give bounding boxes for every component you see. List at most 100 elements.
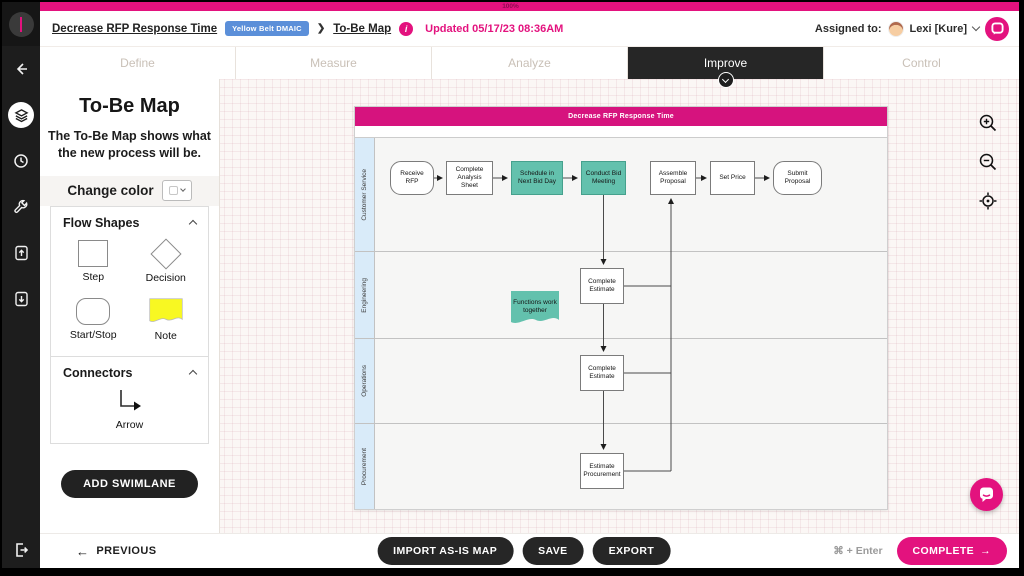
tab-control[interactable]: Control [824, 47, 1019, 79]
workspace: To-Be Map The To-Be Map shows what the n… [40, 79, 1019, 533]
breadcrumb: Decrease RFP Response Time Yellow Belt D… [52, 21, 563, 36]
step-shape-icon [78, 239, 109, 267]
back-arrow-icon [16, 63, 27, 75]
lane-procurement: Procurement [355, 424, 887, 510]
export-button[interactable]: EXPORT [592, 537, 671, 565]
info-icon[interactable]: i [399, 21, 414, 36]
flow-node-assemble-proposal[interactable]: Assemble Proposal [650, 161, 696, 195]
decision-shape-icon [150, 238, 182, 270]
diagram-subheader [355, 126, 887, 138]
file-download-icon [14, 291, 28, 307]
diagram-title[interactable]: Decrease RFP Response Time [355, 107, 887, 126]
chat-bubble-icon [980, 487, 993, 502]
file-download-button[interactable] [8, 286, 34, 312]
lane-body [375, 252, 887, 338]
start-stop-shape-icon [76, 297, 111, 325]
progress-bar: 100% [2, 2, 1019, 11]
shape-decision[interactable]: Decision [130, 238, 203, 284]
tab-analyze[interactable]: Analyze [432, 47, 628, 79]
tools-wrench-icon [14, 199, 28, 213]
tab-define[interactable]: Define [40, 47, 236, 79]
flow-node-conduct-bid-meeting[interactable]: Conduct Bid Meeting [581, 161, 626, 195]
connector-arrow[interactable]: Arrow [51, 386, 208, 443]
brand-bubble-button[interactable] [985, 16, 1009, 41]
assignee-avatar [887, 20, 904, 37]
save-button[interactable]: SAVE [522, 537, 584, 565]
previous-button[interactable]: ← PREVIOUS [76, 543, 157, 559]
breadcrumb-separator-icon: ❯ [316, 23, 326, 34]
panel-description: The To-Be Map shows what the new process… [48, 129, 211, 160]
lane-label[interactable]: Operations [355, 338, 375, 424]
breadcrumb-project-link[interactable]: Decrease RFP Response Time [52, 22, 218, 35]
flow-node-functions-work-together[interactable]: Functions work together [511, 291, 559, 329]
tab-improve[interactable]: Improve [628, 47, 824, 88]
lane-body [375, 338, 887, 424]
tab-collapse-chevron-button[interactable] [717, 72, 734, 88]
tab-measure[interactable]: Measure [236, 47, 432, 79]
zoom-out-icon [979, 153, 997, 171]
assignee-chevron-down-icon[interactable] [971, 22, 981, 32]
complete-button[interactable]: COMPLETE → [896, 537, 1007, 565]
app-window: 100% Decrease RFP Response Time Yellow B… [2, 2, 1019, 568]
back-button[interactable] [8, 56, 34, 82]
flow-node-set-price[interactable]: Set Price [710, 161, 755, 195]
diagram-nodes: Receive RFP Complete Analysis Sheet Schedu… [355, 107, 889, 511]
file-upload-button[interactable] [8, 240, 34, 266]
lane-operations: Operations [355, 338, 887, 425]
flow-node-complete-estimate[interactable]: Complete Estimate [580, 268, 624, 304]
flow-node-receive-rfp[interactable]: Receive RFP [390, 161, 434, 195]
flow-node-schedule-in-next-bid-day[interactable]: Schedule in Next Bid Day [511, 161, 563, 195]
lane-label[interactable]: Procurement [355, 424, 375, 510]
tools-button[interactable] [8, 194, 34, 220]
note-shape-icon [149, 298, 183, 322]
lane-body [375, 424, 887, 510]
history-clock-icon [14, 154, 28, 168]
dmaic-tab-bar: Define Measure Analyze Improve Control [40, 46, 1019, 88]
assigned-to-label: Assigned to: [814, 22, 882, 35]
layers-icon [13, 108, 29, 122]
shape-step[interactable]: Step [57, 239, 130, 284]
chevron-up-icon [188, 220, 198, 229]
flow-node-estimate-procurement[interactable]: Estimate Procurement [580, 453, 624, 489]
footer-bar: ← PREVIOUS IMPORT AS-IS MAP SAVE EXPORT … [40, 533, 1019, 568]
zoom-in-button[interactable] [977, 112, 999, 134]
zoom-in-icon [979, 114, 997, 132]
connectors-section: Connectors Arrow [51, 355, 208, 443]
change-color-label: Change color [67, 183, 154, 199]
flow-node-complete-estimate[interactable]: Complete Estimate [580, 355, 624, 391]
top-bar: Decrease RFP Response Time Yellow Belt D… [2, 2, 1019, 46]
assignee-name[interactable]: Lexi [Kure] [909, 22, 967, 35]
breadcrumb-page-link[interactable]: To-Be Map [333, 22, 392, 35]
app-logo [2, 2, 40, 46]
chat-button[interactable] [970, 478, 1003, 511]
flow-node-submit-proposal[interactable]: Submit Proposal [773, 161, 822, 195]
canvas-controls [977, 112, 999, 212]
left-icon-rail [2, 46, 40, 568]
flow-node-complete-analysis-sheet[interactable]: Complete Analysis Sheet [446, 161, 493, 195]
import-as-is-map-button[interactable]: IMPORT AS-IS MAP [377, 537, 514, 565]
progress-label: 100% [502, 3, 519, 10]
connectors-header[interactable]: Connectors [51, 357, 208, 386]
lane-label[interactable]: Customer Service [355, 138, 375, 252]
lane-engineering: Engineering [355, 252, 887, 339]
shape-note[interactable]: Note [130, 298, 203, 342]
exit-button[interactable] [2, 542, 40, 558]
chevron-up-icon [188, 370, 198, 379]
zoom-out-button[interactable] [977, 151, 999, 173]
layers-tool-button[interactable] [8, 102, 34, 128]
topbar-right: Assigned to: Lexi [Kure] [814, 16, 1019, 41]
elbow-arrow-icon [119, 389, 141, 411]
flow-shapes-header[interactable]: Flow Shapes [51, 207, 208, 236]
color-dropdown[interactable] [161, 180, 192, 202]
change-color-row: Change color [40, 175, 219, 206]
arrow-left-icon: ← [76, 543, 90, 559]
lane-label[interactable]: Engineering [355, 252, 375, 338]
shape-start-stop[interactable]: Start/Stop [57, 297, 130, 342]
locate-target-icon [979, 192, 997, 210]
history-button[interactable] [8, 148, 34, 174]
exit-door-icon [16, 543, 29, 557]
shapes-card: Flow Shapes Step Decision Start/Stop [50, 205, 209, 444]
speech-bubble-icon [990, 22, 1004, 35]
add-swimlane-button[interactable]: ADD SWIMLANE [61, 469, 198, 498]
recenter-button[interactable] [977, 190, 999, 212]
